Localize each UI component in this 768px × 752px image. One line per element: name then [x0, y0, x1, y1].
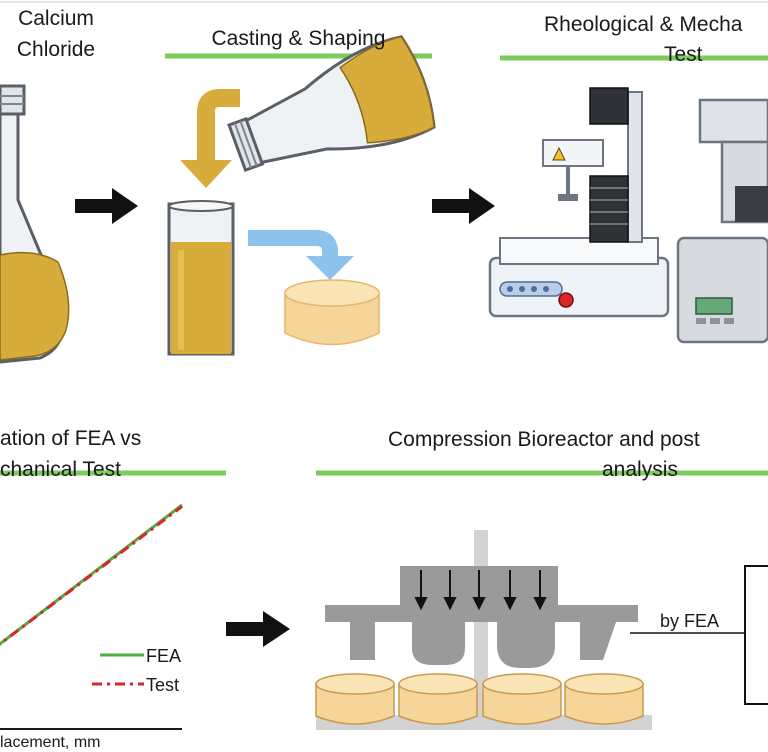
- blue-mold-arrow: [248, 230, 354, 280]
- bioreactor-label-line1: Compression Bioreactor and post: [388, 428, 700, 451]
- casting-label: Casting & Shaping: [211, 27, 386, 50]
- flask-illustration: [0, 84, 70, 364]
- compression-bioreactor: [315, 530, 652, 730]
- fea-callout-box: [744, 565, 768, 705]
- sample-discs: [315, 673, 644, 725]
- series-line-fea: [0, 503, 183, 646]
- calcium-label-line1: Calcium: [18, 7, 94, 30]
- calcium-label-line2: Chloride: [16, 38, 96, 61]
- pouring-bottle: [227, 35, 436, 173]
- by-fea-label: by FEA: [660, 611, 720, 631]
- validation-label-line1: ation of FEA vs: [0, 427, 142, 450]
- bioreactor-label-line2: analysis: [602, 458, 678, 481]
- compression-arrows: [414, 570, 547, 611]
- rheo-label-line2: Test: [664, 43, 703, 66]
- series-line-test: [0, 505, 183, 646]
- legend-label-fea: FEA: [146, 646, 182, 666]
- legend-label-test: Test: [146, 675, 180, 695]
- arrow-chart-to-bioreactor: [226, 611, 290, 647]
- mechanical-tester: [488, 87, 670, 318]
- gel-disc: [284, 279, 380, 346]
- validation-label-line2: chanical Test: [0, 458, 122, 481]
- arrow-casting-to-rheo: [432, 188, 495, 224]
- validation-chart: [0, 503, 183, 730]
- x-axis-label: lacement, mm: [0, 734, 101, 751]
- chart-series-group: [0, 503, 183, 646]
- arrow-flask-to-casting: [75, 188, 138, 224]
- rheometer: [676, 98, 768, 344]
- test-tube: [167, 200, 235, 356]
- gold-pour-arrow: [180, 89, 240, 188]
- rheo-label-line1: Rheological & Mecha: [544, 13, 743, 36]
